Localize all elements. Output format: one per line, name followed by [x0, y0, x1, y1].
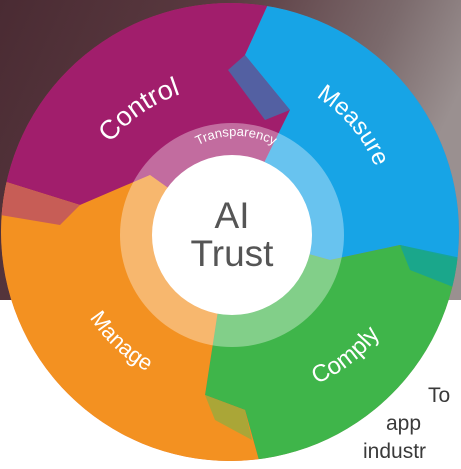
center-disc [152, 155, 312, 315]
overlap-manage-control [1, 180, 80, 225]
background-text-line-2: app [386, 412, 422, 435]
overlap-comply-manage [205, 395, 252, 440]
overlap-measure-comply [400, 245, 459, 290]
center-title-line1: AI [215, 195, 250, 236]
background-text-line-3: industr [363, 440, 427, 463]
center-title-line2: Trust [191, 233, 275, 274]
background-text-line-1: To [428, 384, 451, 407]
overlap-control-measure [228, 55, 290, 120]
